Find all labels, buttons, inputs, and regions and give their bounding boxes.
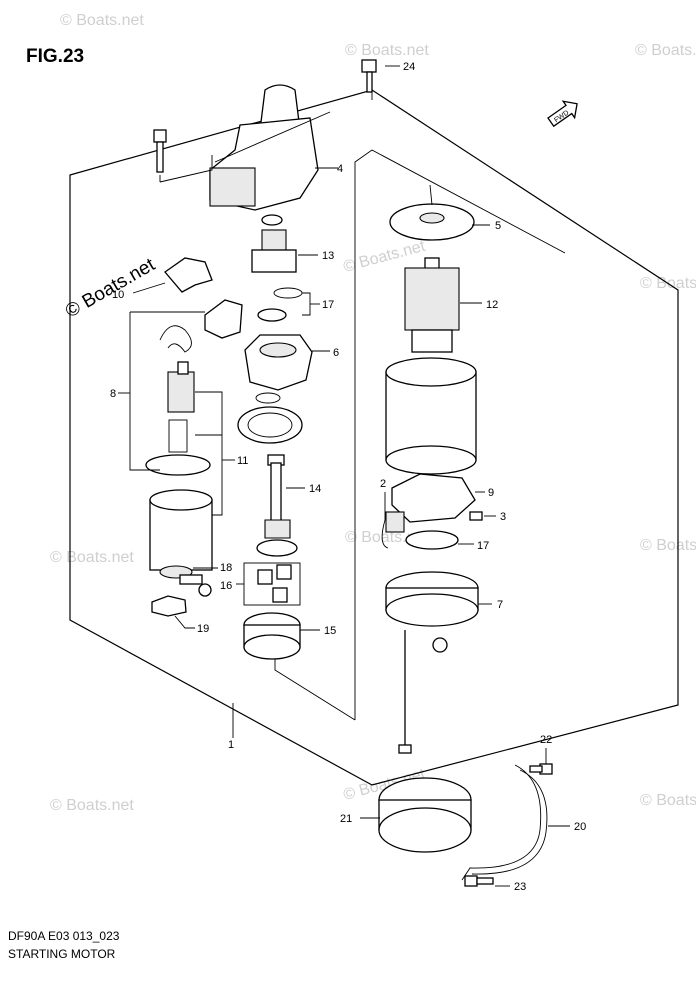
end-cover-7 — [385, 571, 492, 653]
callout-20: 20 — [574, 821, 586, 833]
armature-12 — [404, 257, 482, 353]
screw-3 — [469, 511, 496, 521]
bolt-18 — [179, 567, 218, 597]
callout-17-lower: 17 — [477, 540, 489, 552]
gasket-11 — [237, 392, 303, 444]
yoke-right — [385, 357, 477, 475]
callout-22: 22 — [540, 734, 552, 746]
watermark-text: © Boats.net — [635, 42, 696, 59]
bracket-20 — [461, 764, 570, 881]
callout-3: 3 — [500, 511, 506, 523]
bolt-near-4 — [153, 129, 167, 173]
callout-8: 8 — [110, 388, 116, 400]
callout-2: 2 — [380, 478, 386, 490]
cushion-21 — [360, 777, 472, 853]
callout-12: 12 — [486, 299, 498, 311]
footer-code: DF90A E03 013_023 — [8, 929, 120, 943]
callout-4: 4 — [337, 163, 343, 175]
gears-16 — [236, 562, 301, 606]
ring-gear-15 — [243, 612, 320, 660]
solenoid-parts-8 — [118, 299, 243, 516]
lever-cover-6 — [244, 334, 330, 391]
callout-24: 24 — [403, 61, 415, 73]
figure-title: FIG.23 — [26, 46, 84, 67]
through-bolt — [398, 630, 412, 754]
bolt-23 — [464, 875, 510, 887]
watermark-text: © Boats.net — [345, 42, 429, 59]
callout-6: 6 — [333, 347, 339, 359]
fork-10 — [132, 257, 213, 294]
assembly-outline — [69, 89, 679, 786]
brush-holder-9 — [385, 473, 485, 533]
callout-19: 19 — [197, 623, 209, 635]
pinion-13 — [251, 214, 318, 273]
bolt-22 — [529, 748, 553, 775]
callout-23: 23 — [514, 881, 526, 893]
callout-21: 21 — [340, 813, 352, 825]
fwd-label: FWD — [553, 109, 570, 124]
yoke-left — [149, 489, 213, 579]
watermark-text: © Boats.net — [50, 549, 134, 566]
callout-17-upper: 17 — [322, 299, 334, 311]
clamp-19 — [151, 595, 195, 629]
footer-name: STARTING MOTOR — [8, 947, 116, 961]
callout-10: 10 — [112, 289, 124, 301]
lead-2 — [381, 492, 389, 549]
callout-18: 18 — [220, 562, 232, 574]
bolt-24 — [361, 59, 400, 93]
callout-13: 13 — [322, 250, 334, 262]
callout-labels: 1 2 3 4 5 6 7 8 9 10 11 12 13 14 15 16 1… — [110, 61, 586, 893]
callout-7: 7 — [497, 599, 503, 611]
leader-line — [214, 111, 331, 163]
callout-9: 9 — [488, 487, 494, 499]
callout-14: 14 — [309, 483, 321, 495]
washer-17-lower — [405, 530, 474, 550]
callout-1: 1 — [228, 739, 234, 751]
watermark-text: © Boats.net — [640, 537, 696, 554]
watermark-text: © Boats.net — [640, 792, 696, 809]
watermark-text: © Boats.net — [50, 797, 134, 814]
inner-frame — [354, 149, 566, 720]
circlip-17-upper — [257, 287, 320, 322]
housing-4 — [159, 84, 338, 211]
watermark-text: © Boats.net — [60, 12, 144, 29]
callout-15: 15 — [324, 625, 336, 637]
callout-5: 5 — [495, 220, 501, 232]
inner-frame-bottom — [274, 650, 356, 721]
callout-16: 16 — [220, 580, 232, 592]
fwd-arrow-icon: FWD — [547, 100, 578, 128]
watermark-layer: © Boats.net © Boats.net © Boats.net © Bo… — [50, 12, 696, 814]
plate-5 — [389, 184, 490, 241]
drive-shaft-14 — [256, 454, 305, 557]
callout-11: 11 — [237, 455, 248, 467]
